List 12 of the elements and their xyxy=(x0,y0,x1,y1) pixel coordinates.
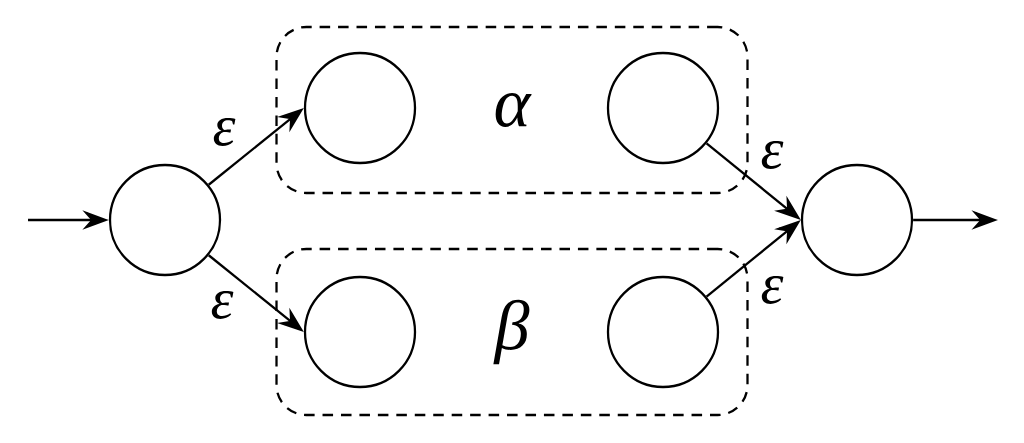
edge-label: ε xyxy=(758,274,786,306)
state-circle xyxy=(606,275,720,389)
edge-label: ε xyxy=(208,289,236,321)
dashed-group-box: α xyxy=(275,25,749,195)
state-circle xyxy=(108,163,222,277)
state-circle xyxy=(303,51,417,165)
dashed-group-box: β xyxy=(275,247,749,417)
edge-label: ε xyxy=(210,116,238,148)
state-circle xyxy=(800,163,914,277)
state-circle xyxy=(606,51,720,165)
state-circle xyxy=(303,275,417,389)
edge-label: ε xyxy=(758,139,786,171)
